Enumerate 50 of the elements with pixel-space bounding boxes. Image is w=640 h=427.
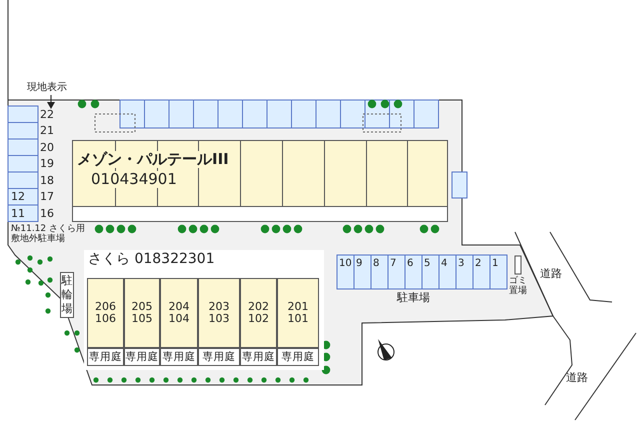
- unit-number: 204 104: [168, 301, 190, 324]
- parking-lot-label: 駐車場: [397, 292, 430, 304]
- private-garden-box: 専用庭: [277, 348, 319, 366]
- apartment-unit: [277, 278, 319, 348]
- building-number: 010434901: [91, 171, 177, 188]
- location-sign-label: 現地表示: [27, 82, 67, 93]
- parking-number: 1: [492, 258, 498, 269]
- unit-number: 201 101: [286, 301, 310, 324]
- apartment-unit: [240, 278, 277, 348]
- parking-number: 10: [339, 258, 352, 269]
- parking-number: 19: [40, 158, 54, 170]
- unit-number: 206 106: [94, 301, 117, 324]
- parking-number: 12: [11, 191, 25, 204]
- private-garden-box: 専用庭: [160, 348, 198, 366]
- parking-number: 17: [40, 191, 54, 204]
- parking-number: 16: [40, 208, 54, 220]
- parking-number: 20: [40, 142, 54, 154]
- arrow: [47, 94, 55, 109]
- parking-number: 9: [356, 258, 362, 269]
- parking-number: 2: [475, 258, 482, 269]
- parking-note: №11.12 さくら用敷地外駐車場: [11, 225, 85, 245]
- apartment-building: [72, 140, 448, 222]
- apartment-unit: [124, 278, 160, 348]
- road-label: 道路: [566, 372, 588, 384]
- parking-number: 21: [40, 125, 54, 138]
- apartment-unit: [198, 278, 240, 348]
- bicycle-parking-box: 駐輪場: [60, 272, 74, 318]
- building-name: メゾン・パルテールIII: [77, 151, 229, 168]
- building-name: さくら 018322301: [88, 252, 215, 268]
- parking-number: 18: [40, 175, 54, 188]
- apartment-unit: [160, 278, 198, 348]
- parking-number: 6: [407, 258, 414, 269]
- road-label: 道路: [540, 268, 562, 280]
- parking-number: 7: [390, 258, 396, 269]
- parking-number: 5: [424, 258, 430, 269]
- unit-number: 202 102: [247, 301, 270, 324]
- parking-number: 3: [458, 258, 464, 269]
- apartment-unit: [87, 278, 124, 348]
- parking-number: 11: [11, 208, 25, 220]
- parking-number: 8: [373, 258, 380, 269]
- private-garden-box: 専用庭: [198, 348, 240, 366]
- parking-number: 4: [441, 258, 448, 269]
- garbage-area-label: ゴミ置場: [509, 277, 528, 297]
- parking-number: 22: [40, 109, 54, 122]
- apartment-building: [84, 250, 324, 370]
- private-garden-box: 専用庭: [87, 348, 124, 366]
- unit-number: 203 103: [208, 301, 230, 324]
- private-garden-box: 専用庭: [240, 348, 277, 366]
- unit-number: 205 105: [130, 301, 154, 324]
- private-garden-box: 専用庭: [124, 348, 160, 366]
